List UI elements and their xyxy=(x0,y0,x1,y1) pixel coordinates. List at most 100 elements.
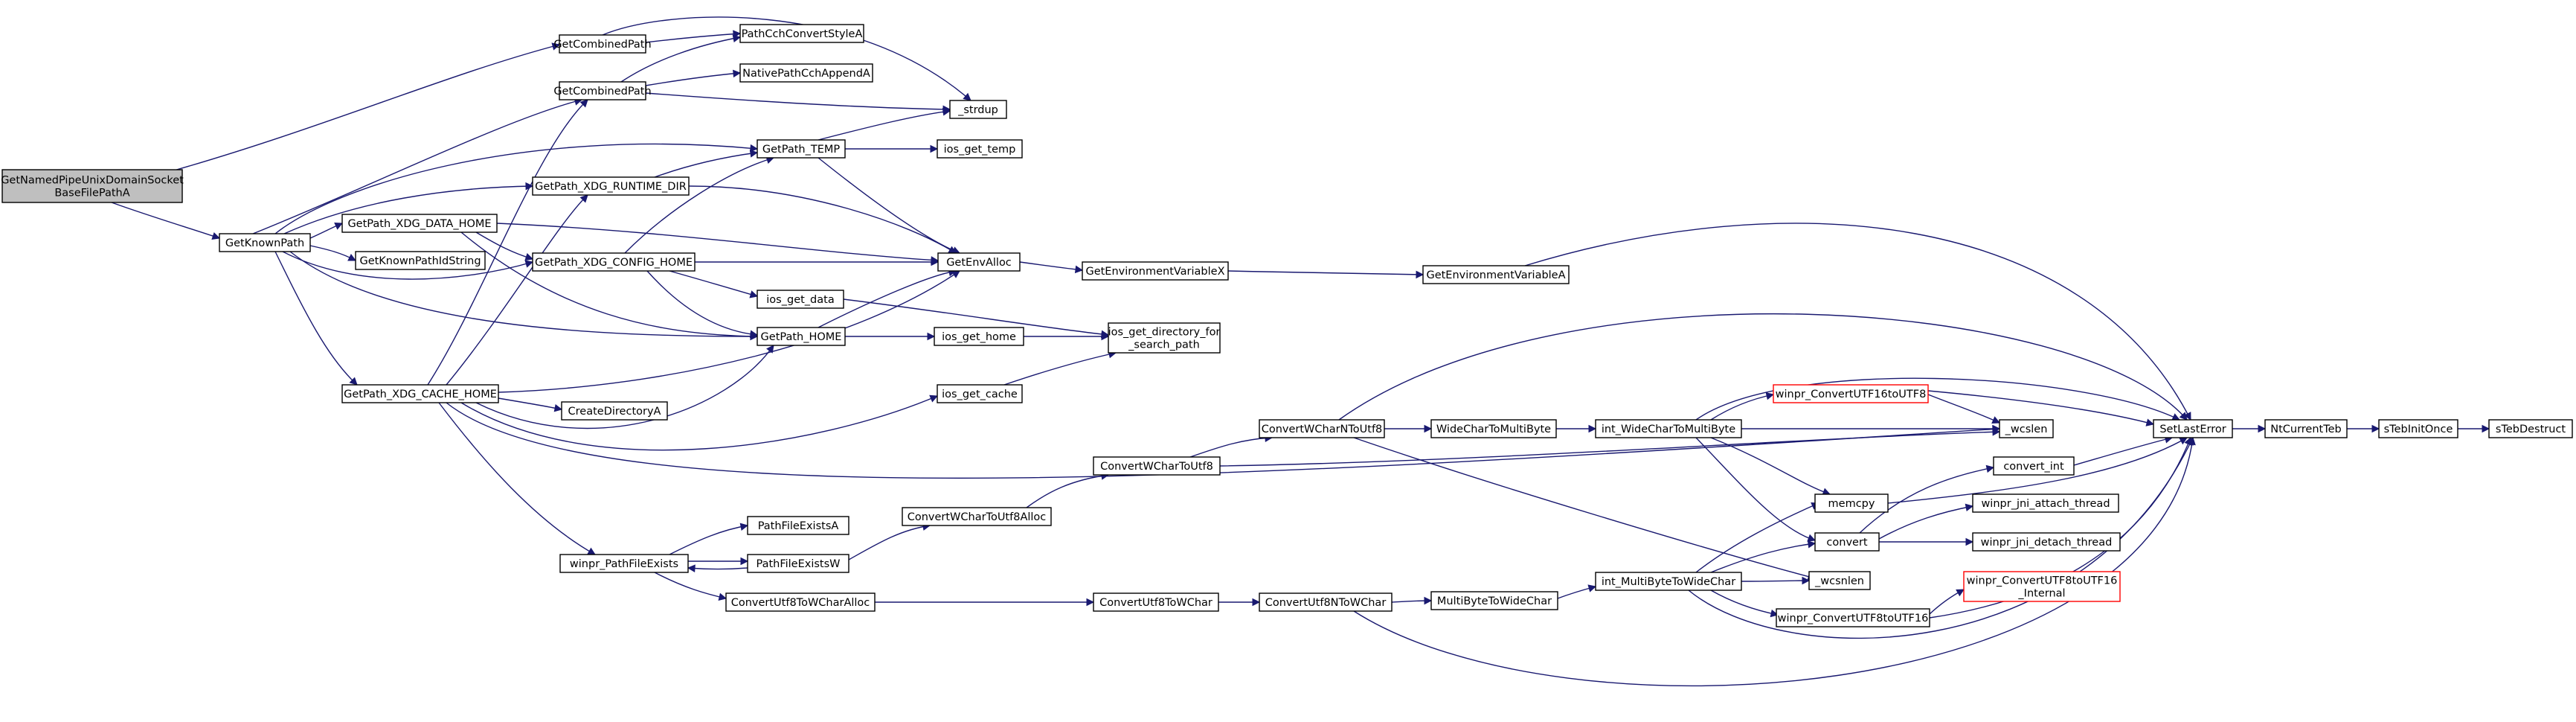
edge-line xyxy=(446,194,588,386)
node-convertutf8ntowchar[interactable]: ConvertUtf8NToWChar xyxy=(1259,592,1393,612)
edge-ios_get_home-to-ios_get_directory_for_search_path xyxy=(1024,332,1110,341)
node-ios-get-data[interactable]: ios_get_data xyxy=(757,290,844,309)
node-label: CreateDirectoryA xyxy=(568,406,661,418)
edge-line xyxy=(620,36,741,83)
node-getpath-xdg-data-home[interactable]: GetPath_XDG_DATA_HOME xyxy=(341,214,498,233)
arrowhead-icon xyxy=(1965,503,1974,512)
node-getpath-home[interactable]: GetPath_HOME xyxy=(757,327,846,346)
node-label: _Internal xyxy=(2017,588,2065,600)
node-box xyxy=(355,251,486,270)
node-stebdestruct[interactable]: sTebDestruct xyxy=(2488,419,2573,438)
node-getknownpathidstring[interactable]: GetKnownPathIdString xyxy=(355,251,486,270)
node-getknownpath[interactable]: GetKnownPath xyxy=(219,233,311,252)
node-ios-get-directory-for-search-path[interactable]: ios_get_directory_for_search_path xyxy=(1108,322,1221,354)
node-label: PathCchConvertStyleA xyxy=(742,28,863,40)
node-wcsnlen[interactable]: _wcsnlen xyxy=(1808,571,1871,590)
node-box xyxy=(1093,456,1221,476)
node-convertutf8towcharalloc[interactable]: ConvertUtf8ToWCharAlloc xyxy=(725,592,876,612)
arrowhead-icon xyxy=(739,523,749,531)
node-box xyxy=(559,554,689,573)
node-convert-int[interactable]: convert_int xyxy=(1993,456,2075,476)
node-convertwcharntoutf8[interactable]: ConvertWCharNToUtf8 xyxy=(1259,419,1385,438)
edge-convertwchartoutf8-to-wcslen xyxy=(1219,428,2001,467)
node-getenvironmentvariablea[interactable]: GetEnvironmentVariableA xyxy=(1422,265,1570,284)
edge-getpath_temp-to-strdup xyxy=(818,108,951,141)
edge-line xyxy=(2073,437,2173,466)
node-box xyxy=(1814,493,1889,513)
node-winpr-convertutf8toutf16-internal[interactable]: winpr_ConvertUTF8toUTF16_Internal xyxy=(1963,571,2121,602)
node-root[interactable]: GetNamedPipeUnixDomainSocketBaseFilePath… xyxy=(1,169,184,203)
arrowhead-icon xyxy=(579,194,588,203)
node-strdup[interactable]: _strdup xyxy=(949,100,1007,119)
node-label: winpr_ConvertUTF16toUTF8 xyxy=(1776,389,1927,400)
edge-root-to-getcombinedpath_1 xyxy=(173,42,561,171)
node-getpath-temp[interactable]: GetPath_TEMP xyxy=(757,139,846,159)
edge-line xyxy=(1019,261,1083,271)
edge-line xyxy=(282,251,533,280)
edge-getpath_temp-to-ios_get_temp xyxy=(845,144,939,153)
node-label: sTebInitOnce xyxy=(2384,424,2453,435)
node-stebinitonce[interactable]: sTebInitOnce xyxy=(2378,419,2458,438)
node-winpr-convertutf8toutf16[interactable]: winpr_ConvertUTF8toUTF16 xyxy=(1776,608,1930,627)
arrowhead-icon xyxy=(931,258,939,266)
node-getenvironmentvariablex[interactable]: GetEnvironmentVariableX xyxy=(1082,261,1229,281)
node-label: convert xyxy=(1826,537,1867,549)
node-getpath-xdg-runtime-dir[interactable]: GetPath_XDG_RUNTIME_DIR xyxy=(532,176,690,196)
node-ios-get-cache[interactable]: ios_get_cache xyxy=(937,384,1023,403)
node-wcslen[interactable]: _wcslen xyxy=(1999,419,2054,438)
node-box xyxy=(559,34,646,54)
node-box xyxy=(1430,419,1557,438)
edge-convertwcharntoutf8-to-widechartomultibyte xyxy=(1384,424,1433,433)
edge-convert_int-to-setlasterror xyxy=(2073,435,2174,466)
edge-line xyxy=(1927,394,2000,424)
node-pathfileexistsa[interactable]: PathFileExistsA xyxy=(747,516,849,535)
node-label: GetPath_TEMP xyxy=(762,144,840,156)
node-winpr-pathfileexists[interactable]: winpr_PathFileExists xyxy=(559,554,689,573)
node-box xyxy=(341,214,498,233)
node-pathcchconvertstylea[interactable]: PathCchConvertStyleA xyxy=(739,24,864,43)
node-createdirectorya[interactable]: CreateDirectoryA xyxy=(561,401,668,421)
node-nativepathcchappenda[interactable]: NativePathCchAppendA xyxy=(739,63,873,83)
node-int-widechartomultibyte[interactable]: int_WideCharToMultiByte xyxy=(1595,419,1742,438)
node-getenvalloc[interactable]: GetEnvAlloc xyxy=(937,252,1021,272)
node-pathfileexistsw[interactable]: PathFileExistsW xyxy=(747,554,849,573)
node-box xyxy=(1595,572,1742,591)
node-widechartomultibyte[interactable]: WideCharToMultiByte xyxy=(1430,419,1557,438)
node-convertutf8towchar[interactable]: ConvertUtf8ToWChar xyxy=(1093,592,1219,612)
arrowhead-icon xyxy=(750,144,759,153)
node-multibytetowidechar[interactable]: MultiByteToWideChar xyxy=(1430,591,1558,610)
node-ntcurrentteb[interactable]: NtCurrentTeb xyxy=(2264,419,2348,438)
node-setlasterror[interactable]: SetLastError xyxy=(2153,419,2233,438)
edge-convert-to-convert_int xyxy=(1859,464,1995,534)
node-winpr-jni-attach-thread[interactable]: winpr_jni_attach_thread xyxy=(1972,493,2119,513)
node-getcombinedpath-1[interactable]: GetCombinedPath xyxy=(553,34,652,54)
node-int-multibytetowidechar[interactable]: int_MultiByteToWideChar xyxy=(1595,572,1742,591)
node-convertwchartoutf8alloc[interactable]: ConvertWCharToUtf8Alloc xyxy=(902,507,1052,526)
arrowhead-icon xyxy=(347,253,356,261)
node-convert[interactable]: convert xyxy=(1814,532,1880,552)
node-getpath-xdg-cache-home[interactable]: GetPath_XDG_CACHE_HOME xyxy=(341,384,499,403)
node-getcombinedpath-2[interactable]: GetCombinedPath xyxy=(553,81,652,100)
node-winpr-jni-detach-thread[interactable]: winpr_jni_detach_thread xyxy=(1972,532,2121,552)
edge-line xyxy=(111,202,220,239)
edge-line xyxy=(1710,590,1779,616)
edge-getknownpath-to-getpath_xdg_cache_home xyxy=(274,251,358,386)
node-getpath-xdg-config-home[interactable]: GetPath_XDG_CONFIG_HOME xyxy=(532,252,696,272)
node-box xyxy=(2264,419,2348,438)
node-label: sTebDestruct xyxy=(2496,424,2566,435)
node-box xyxy=(949,100,1007,119)
node-ios-get-home[interactable]: ios_get_home xyxy=(934,327,1024,346)
node-box xyxy=(739,24,864,43)
node-box xyxy=(2378,419,2458,438)
edge-getknownpath-to-getknownpathidstring xyxy=(309,245,356,261)
node-winpr-convertutf16toutf8[interactable]: winpr_ConvertUTF16toUTF8 xyxy=(1773,384,1929,403)
node-label: ConvertWCharNToUtf8 xyxy=(1262,424,1383,435)
node-box xyxy=(1259,419,1385,438)
node-ios-get-temp[interactable]: ios_get_temp xyxy=(937,139,1023,159)
node-memcpy[interactable]: memcpy xyxy=(1814,493,1889,513)
node-box xyxy=(1972,532,2121,552)
node-convertwchartoutf8[interactable]: ConvertWCharToUtf8 xyxy=(1093,456,1221,476)
edge-line xyxy=(274,143,758,234)
edge-getcombinedpath_2-to-pathcchconvertstylea xyxy=(620,34,742,83)
node-box xyxy=(1595,419,1742,438)
